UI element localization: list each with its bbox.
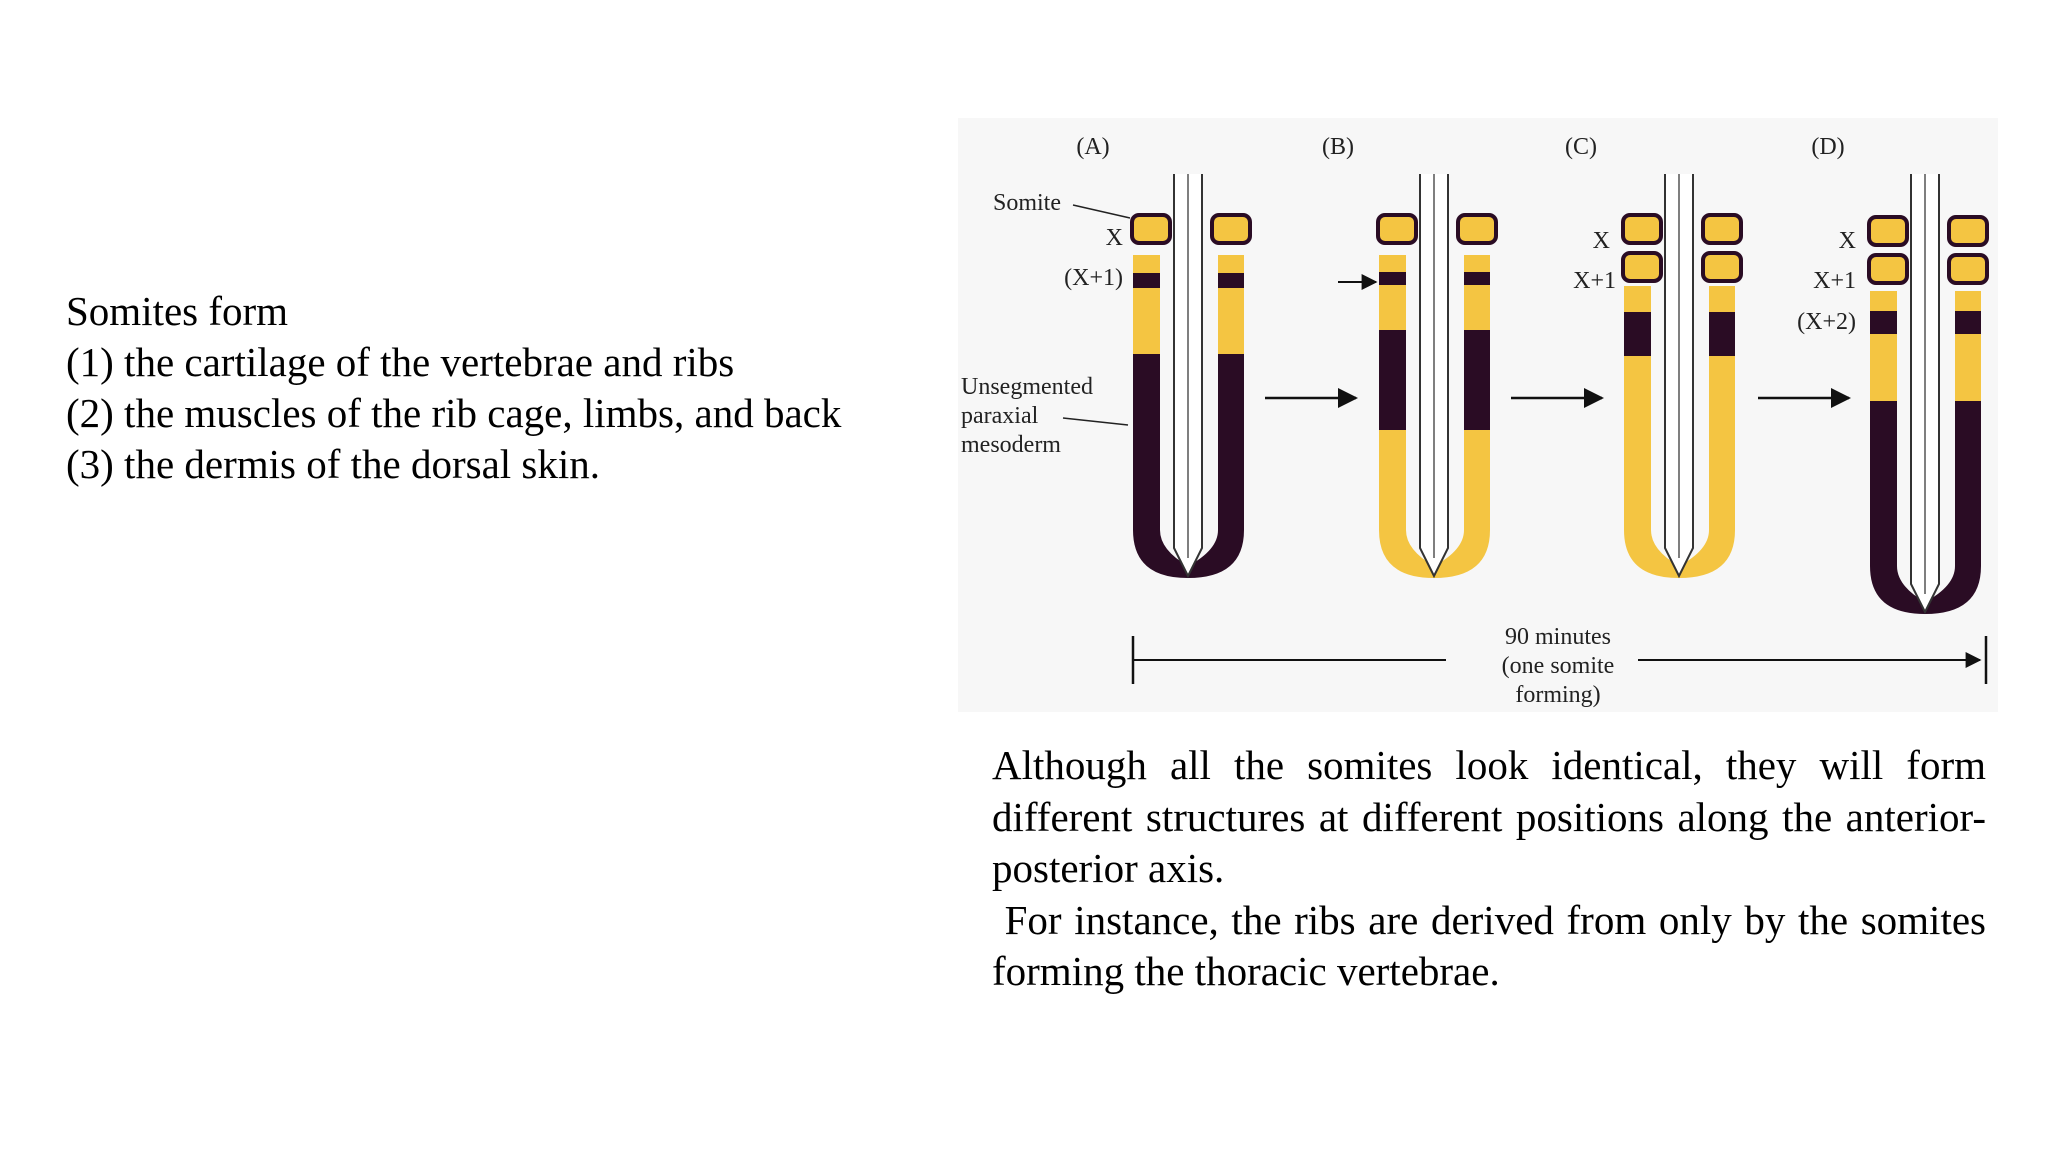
list-heading: Somites form [66, 288, 289, 334]
panel-c-embryo [1621, 174, 1743, 579]
dark-stripe [1379, 272, 1406, 285]
dark-stripe [1955, 311, 1981, 334]
dark-stripe [1218, 273, 1244, 288]
somite-x [1947, 215, 1989, 247]
yellow-band [1464, 255, 1490, 272]
somite-x1 [1621, 251, 1663, 283]
paraxial-mesoderm [1709, 312, 1735, 356]
somite-x-label: X [1593, 228, 1610, 254]
somite-x-label: X [1106, 225, 1123, 251]
somite-x1 [1701, 251, 1743, 283]
somite-identity-text: Although all the somites look identical,… [992, 740, 1986, 998]
somite-leader-line [1072, 204, 1131, 219]
paraxial-mesoderm [1379, 330, 1406, 430]
yellow-band [1133, 288, 1160, 354]
yellow-band [1955, 334, 1981, 401]
yellow-band [1870, 291, 1897, 311]
paraxial-mesoderm [1133, 354, 1244, 578]
yellow-band [1870, 334, 1897, 401]
somite-derivatives-list: Somites form (1) the cartilage of the ve… [66, 286, 946, 490]
unsegmented-label-line3: mesoderm [961, 432, 1061, 458]
yellow-band [1379, 430, 1490, 578]
somite-x [1621, 213, 1663, 245]
list-item: (2) the muscles of the rib cage, limbs, … [66, 390, 842, 436]
somitogenesis-diagram: (A) (B) (C) (D) [961, 134, 1989, 708]
somite-x-label: X [1839, 228, 1856, 254]
paragraph: Although all the somites look identical,… [992, 742, 1986, 891]
somite-x1 [1947, 253, 1989, 285]
somite-x [1376, 213, 1418, 245]
list-item: (1) the cartilage of the vertebrae and r… [66, 339, 735, 385]
paraxial-mesoderm [1464, 330, 1490, 430]
somite-x [1130, 213, 1172, 245]
yellow-band [1624, 356, 1735, 578]
somite-x [1701, 213, 1743, 245]
panel-label-a: (A) [1076, 134, 1109, 160]
paragraph: For instance, the ribs are derived from … [992, 896, 1986, 995]
yellow-band [1218, 255, 1244, 273]
panel-b-embryo [1338, 174, 1498, 579]
unsegmented-label-line2: paraxial [961, 403, 1039, 429]
panel-label-b: (B) [1322, 134, 1354, 160]
yellow-band [1464, 285, 1490, 330]
paraxial-mesoderm [1624, 312, 1651, 356]
unsegmented-leader-line [1062, 417, 1129, 426]
somite-x1 [1867, 253, 1909, 285]
somite-x1-label: X+1 [1573, 268, 1616, 294]
yellow-band [1709, 286, 1735, 312]
somite-x [1210, 213, 1252, 245]
somitogenesis-figure: (A) (B) (C) (D) [958, 118, 1998, 712]
yellow-band [1218, 288, 1244, 354]
yellow-band [1624, 286, 1651, 312]
list-item: (3) the dermis of the dorsal skin. [66, 441, 601, 487]
panel-label-d: (D) [1811, 134, 1844, 160]
panel-d-embryo [1867, 174, 1989, 615]
dark-stripe [1464, 272, 1490, 285]
panel-label-c: (C) [1565, 134, 1597, 160]
somite-label: Somite [993, 190, 1061, 216]
time-label-line3: forming) [1515, 682, 1600, 708]
panel-a-embryo [1130, 174, 1252, 579]
dark-stripe [1133, 273, 1160, 288]
somite-x2-label: (X+2) [1797, 309, 1856, 335]
dark-stripe [1870, 311, 1897, 334]
yellow-band [1955, 291, 1981, 311]
time-label-line2: (one somite [1502, 653, 1615, 679]
yellow-band [1379, 255, 1406, 272]
yellow-band [1133, 255, 1160, 273]
somite-x [1456, 213, 1498, 245]
somite-x1-label: (X+1) [1064, 265, 1123, 291]
yellow-band [1379, 285, 1406, 330]
time-label-line1: 90 minutes [1505, 624, 1611, 650]
paraxial-mesoderm [1870, 401, 1981, 614]
somite-x1-label: X+1 [1813, 268, 1856, 294]
unsegmented-label-line1: Unsegmented [961, 374, 1093, 400]
somite-x [1867, 215, 1909, 247]
